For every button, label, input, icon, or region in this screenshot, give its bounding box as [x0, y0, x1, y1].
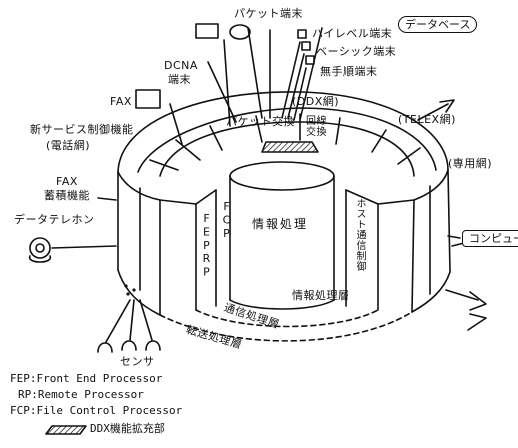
label-ddx-network: (DDX網): [292, 95, 340, 108]
label-info-processing: 情報処理: [252, 217, 309, 231]
label-fax-storage-function: 蓄積機能: [44, 189, 90, 202]
outer-right-wall: [447, 169, 451, 273]
label-fep: FEP: [200, 212, 213, 253]
label-host-comm-control: ホスト通信制御: [354, 198, 365, 272]
inner-cylinder-top: [229, 161, 335, 191]
label-basic-terminal: ベーシック端末: [316, 45, 397, 58]
label-packet-exchange: パケット交換: [226, 115, 295, 128]
outer-bottom-right: [411, 271, 451, 313]
legend-fcp: FCP:File Control Processor: [10, 404, 183, 417]
label-fcp: FCP: [220, 200, 233, 241]
legend-ddx: DDX機能拡充部: [90, 422, 165, 435]
label-private-network: (専用網): [448, 157, 493, 170]
label-unprocedural-terminal: 無手順端末: [320, 65, 378, 78]
cut-left-top: [159, 199, 197, 205]
label-computer: コンピュータ: [462, 230, 518, 247]
label-line-exchange: 回線: [306, 116, 327, 127]
label-line-exchange-2: 交換: [306, 127, 327, 138]
legend-fep: FEP:Front End Processor: [10, 372, 163, 385]
cut-right-front-edge: [411, 199, 415, 313]
label-packet-terminal: パケット端末: [234, 7, 303, 20]
label-high-level-terminal: ハイレベル端末: [312, 27, 393, 40]
label-new-service: 新サービス制御機能: [30, 123, 134, 136]
label-dcna-terminal: 端末: [168, 73, 191, 86]
label-telex-network: (TELEX網): [398, 113, 456, 126]
outer-bottom-left: [117, 269, 161, 316]
label-sensor: センサ: [120, 355, 155, 368]
legend-rp: RP:Remote Processor: [18, 388, 144, 401]
ring-front-right: [413, 169, 449, 201]
label-info-processing-layer: 情報処理層: [292, 289, 350, 302]
cut-right-top: [377, 199, 415, 205]
label-telephone-network: (電話網): [46, 139, 91, 152]
label-fax-storage: FAX: [56, 175, 78, 188]
label-data-telephone: データテレホン: [14, 213, 95, 226]
label-fax: FAX: [110, 95, 132, 108]
ring-front-left: [117, 171, 161, 201]
label-rp: RP: [200, 252, 213, 279]
label-dcna: DCNA: [164, 59, 198, 72]
label-database: データベース: [398, 16, 478, 33]
